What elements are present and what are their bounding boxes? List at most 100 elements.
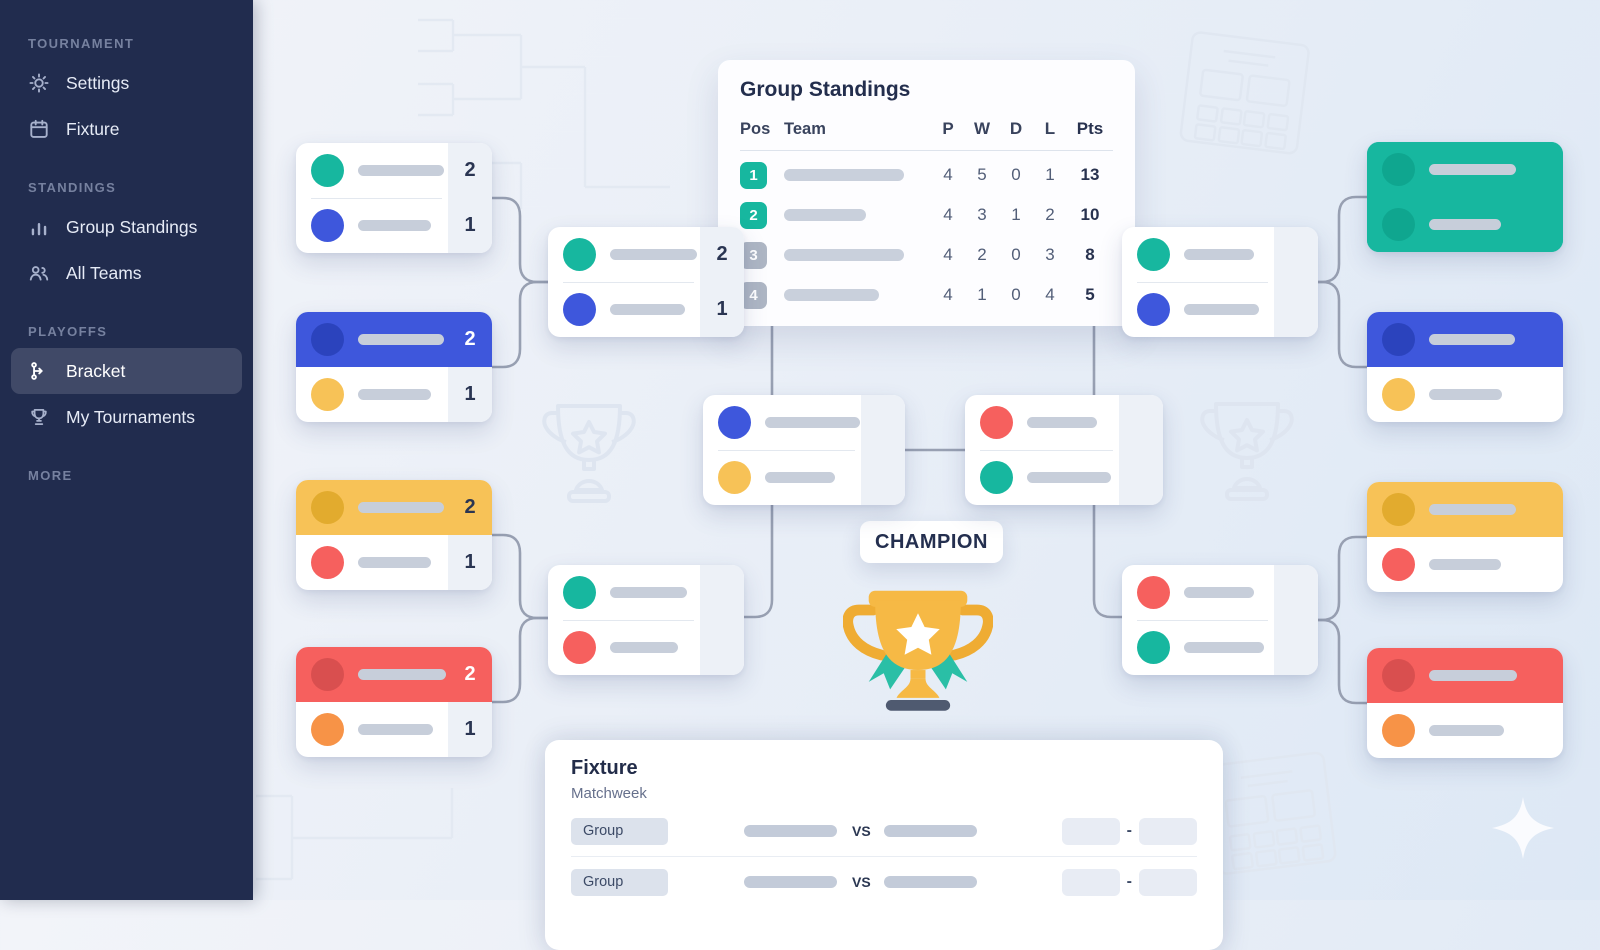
team-row: [965, 395, 1163, 450]
match-card-round1-right-3[interactable]: [1367, 482, 1563, 592]
stat-value: 4: [943, 245, 953, 264]
team-name-placeholder: [358, 557, 431, 568]
team-row: [1367, 482, 1563, 537]
team-row: [965, 450, 1163, 505]
team-color-dot: [1382, 153, 1415, 186]
team-name-placeholder: [610, 304, 685, 315]
team-score: 1: [464, 551, 476, 573]
home-score-box[interactable]: [1061, 868, 1120, 896]
stat-value: 2: [1045, 205, 1055, 224]
away-team-placeholder: [883, 876, 977, 888]
team-color-dot: [1382, 548, 1415, 581]
team-color-dot: [1137, 238, 1170, 271]
team-name-placeholder: [358, 502, 444, 513]
team-score: 2: [716, 243, 728, 265]
match-card-quarter-left-bottom[interactable]: [548, 565, 744, 675]
team-score: [700, 565, 744, 620]
away-score-box[interactable]: [1139, 817, 1197, 845]
team-color-dot: [1382, 659, 1415, 692]
users-icon: [28, 262, 50, 284]
sidebar-item-group-standings[interactable]: Group Standings: [11, 204, 242, 250]
champion-label: CHAMPION: [860, 521, 1003, 563]
match-card-quarter-right-top[interactable]: [1122, 227, 1318, 337]
home-score-box[interactable]: [1061, 817, 1120, 845]
team-row: [1122, 282, 1318, 337]
team-color-dot: [311, 658, 344, 691]
team-name-placeholder: [610, 642, 678, 653]
team-name-placeholder: [1184, 587, 1254, 598]
team-score: 1: [464, 383, 476, 405]
stat-value: 2: [977, 245, 987, 264]
match-card-quarter-right-bottom[interactable]: [1122, 565, 1318, 675]
team-name-placeholder: [784, 249, 904, 261]
away-score-box[interactable]: [1139, 868, 1197, 896]
team-row: [703, 395, 905, 450]
row-divider: [718, 450, 855, 451]
team-row: 1: [296, 702, 492, 757]
team-row: [1367, 648, 1563, 703]
sidebar-item-bracket[interactable]: Bracket: [11, 348, 242, 394]
standings-col-w: W: [973, 119, 991, 138]
sidebar-item-settings[interactable]: Settings: [11, 60, 242, 106]
team-color-dot: [563, 631, 596, 664]
team-name-placeholder: [1429, 334, 1515, 345]
gear-icon: [28, 72, 50, 94]
stat-value: 5: [977, 165, 987, 184]
team-name-placeholder: [610, 249, 697, 260]
team-name-placeholder: [1429, 670, 1517, 681]
away-team-placeholder: [883, 825, 977, 837]
row-divider: [563, 282, 694, 283]
stat-value: 0: [1011, 165, 1021, 184]
team-name-placeholder: [784, 209, 866, 221]
team-name-placeholder: [765, 417, 860, 428]
team-row: 2: [296, 312, 492, 367]
match-card-semifinal-right[interactable]: [965, 395, 1163, 505]
team-score: [1119, 395, 1163, 450]
score-separator: -: [1126, 873, 1132, 890]
team-color-dot: [980, 461, 1013, 494]
sidebar-item-my-tournaments[interactable]: My Tournaments: [11, 394, 242, 440]
team-name-placeholder: [1429, 725, 1504, 736]
team-color-dot: [563, 293, 596, 326]
bracket-icon: [28, 360, 50, 382]
match-card-round1-right-4[interactable]: [1367, 648, 1563, 758]
stat-value: 3: [1045, 245, 1055, 264]
sidebar-item-label: All Teams: [66, 262, 142, 283]
team-name-placeholder: [358, 165, 444, 176]
standings-col-pos: Pos: [740, 119, 771, 138]
team-row: [1367, 367, 1563, 422]
match-card-semifinal-left[interactable]: [703, 395, 905, 505]
sidebar-item-label: My Tournaments: [66, 406, 196, 427]
team-cell: [784, 169, 931, 181]
match-card-round1-right-1[interactable]: [1367, 142, 1563, 252]
team-color-dot: [1137, 576, 1170, 609]
team-score: 2: [464, 328, 476, 350]
team-name-placeholder: [1027, 472, 1111, 483]
match-card-round1-right-2[interactable]: [1367, 312, 1563, 422]
sidebar-item-all-teams[interactable]: All Teams: [11, 250, 242, 296]
sidebar-item-label: Group Standings: [66, 216, 198, 237]
team-name-placeholder: [358, 669, 446, 680]
team-color-dot: [1382, 208, 1415, 241]
team-row: [1122, 620, 1318, 675]
stat-value: 0: [1011, 285, 1021, 304]
home-team-placeholder: [744, 876, 837, 888]
team-name-placeholder: [358, 389, 431, 400]
team-score: [861, 395, 905, 450]
team-name-placeholder: [1429, 559, 1501, 570]
sidebar-item-fixture[interactable]: Fixture: [11, 106, 242, 152]
team-row: 1: [548, 282, 744, 337]
team-cell: [784, 209, 931, 221]
